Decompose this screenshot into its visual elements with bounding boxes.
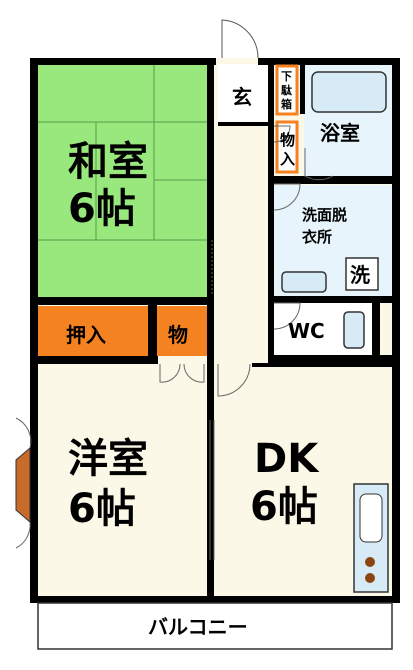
washroom-label-1: 洗面脱 — [302, 206, 347, 224]
toilet — [343, 311, 365, 349]
shoebox-box — [275, 64, 299, 116]
washroom-label-2: 衣所 — [302, 228, 332, 246]
storage-small-label-2: 入 — [280, 150, 295, 168]
washroom-sink — [281, 271, 327, 293]
bay-window — [15, 446, 31, 524]
dk-size: 6帖 — [250, 484, 318, 530]
washitsu-floor — [38, 64, 212, 298]
wc-label: WC — [288, 319, 325, 343]
shoebox-label-3: 箱 — [281, 97, 292, 111]
storage-small-box — [275, 120, 299, 174]
tatami-lines — [38, 64, 212, 241]
walls — [30, 58, 400, 603]
yoshitsu-size: 6帖 — [68, 486, 136, 532]
oshiire-label: 押入 — [66, 323, 106, 347]
washitsu-size: 6帖 — [68, 186, 136, 232]
washer-label: 洗 — [350, 263, 370, 287]
bay-window-arc — [15, 417, 32, 449]
bathtub — [311, 71, 387, 113]
entrance-label: 玄 — [232, 85, 252, 109]
washer-box — [345, 257, 379, 291]
stove-burner — [365, 557, 375, 567]
shoebox-label-2: 駄 — [281, 83, 293, 97]
mono-label: 物 — [168, 323, 188, 347]
stove-burner — [365, 573, 375, 583]
entrance-floor — [218, 64, 274, 122]
kitchen-sink — [359, 493, 383, 543]
sliding-doors — [209, 240, 215, 560]
bath-label: 浴室 — [320, 121, 360, 145]
mono-floor — [157, 306, 207, 356]
bay-window-arc — [15, 521, 31, 549]
door-arcs — [159, 125, 334, 397]
washitsu-name: 和室 — [68, 139, 148, 185]
dk-name: DK — [254, 436, 320, 482]
entrance-door[interactable] — [221, 19, 259, 59]
oshiire-floor — [38, 306, 148, 356]
storage-small-label-1: 物 — [280, 131, 295, 149]
balcony-area — [37, 602, 393, 650]
shoebox-label-1: 下 — [281, 70, 292, 83]
balcony-label: バルコニー — [148, 615, 248, 639]
yoshitsu-name: 洋室 — [68, 436, 148, 482]
